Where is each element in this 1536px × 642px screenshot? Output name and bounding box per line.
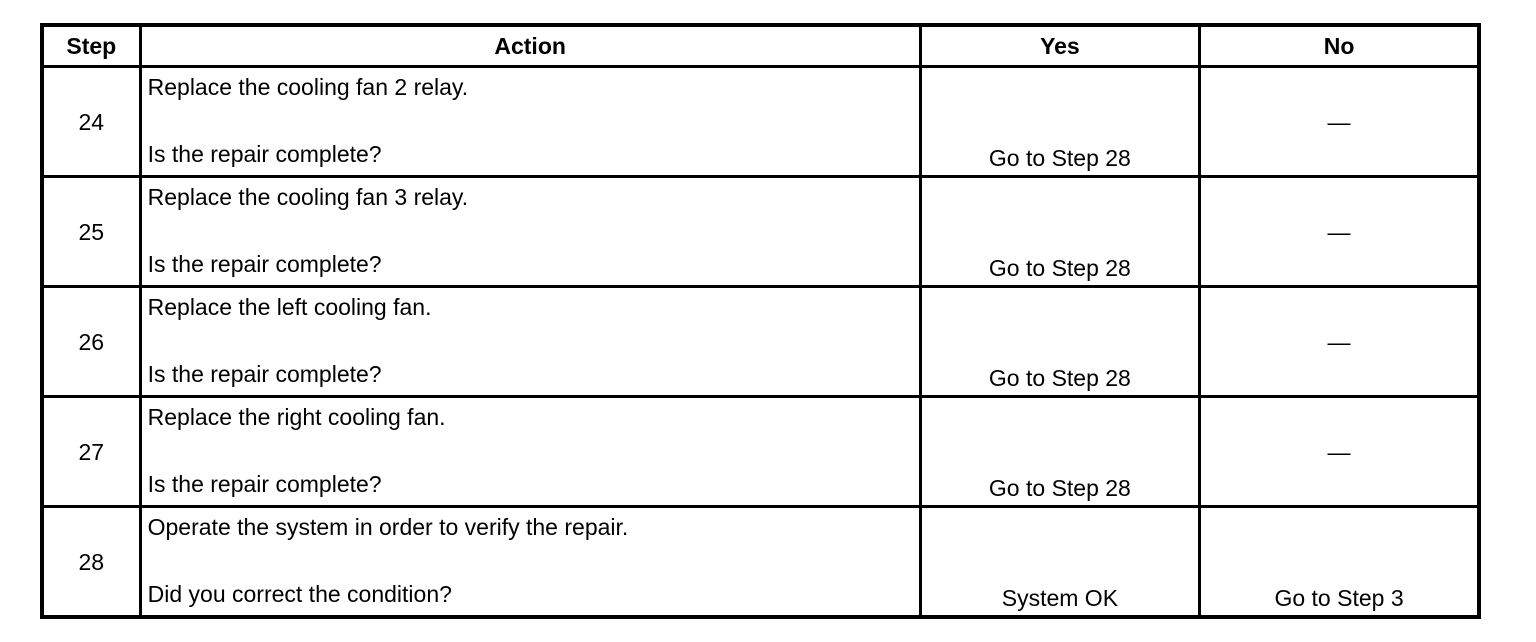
diagnostic-table: Step Action Yes No 24 Replace the coolin… [40,23,1481,619]
yes-result: Go to Step 28 [918,395,1202,508]
step-number: 24 [40,65,142,178]
yes-result: Go to Step 28 [918,285,1202,398]
no-result: — [1198,395,1481,508]
header-yes: Yes [918,23,1202,68]
no-result: — [1198,65,1481,178]
header-no: No [1198,23,1481,68]
action-question: Is the repair complete? [147,471,382,497]
step-number: 26 [40,285,142,398]
action-question: Is the repair complete? [147,141,382,167]
action-cell: Replace the left cooling fan. Is the rep… [138,285,922,398]
action-cell: Replace the cooling fan 2 relay. Is the … [138,65,922,178]
action-instruction: Replace the left cooling fan. [147,294,432,320]
no-result: — [1198,285,1481,398]
table-row: 28 Operate the system in order to verify… [40,505,1481,619]
table-row: 26 Replace the left cooling fan. Is the … [40,285,1481,398]
step-number: 27 [40,395,142,508]
action-instruction: Replace the cooling fan 3 relay. [147,184,469,210]
action-question: Is the repair complete? [147,251,382,277]
header-action: Action [138,23,922,68]
action-question: Did you correct the condition? [147,581,452,607]
step-number: 28 [40,505,142,619]
table-row: 25 Replace the cooling fan 3 relay. Is t… [40,175,1481,288]
action-instruction: Replace the right cooling fan. [147,404,446,430]
action-cell: Replace the cooling fan 3 relay. Is the … [138,175,922,288]
no-result: Go to Step 3 [1198,505,1481,619]
yes-result: Go to Step 28 [918,175,1202,288]
action-cell: Replace the right cooling fan. Is the re… [138,395,922,508]
table-row: 24 Replace the cooling fan 2 relay. Is t… [40,65,1481,178]
action-instruction: Replace the cooling fan 2 relay. [147,74,469,100]
yes-result: Go to Step 28 [918,65,1202,178]
table-row: 27 Replace the right cooling fan. Is the… [40,395,1481,508]
action-question: Is the repair complete? [147,361,382,387]
no-result: — [1198,175,1481,288]
yes-result: System OK [918,505,1202,619]
action-cell: Operate the system in order to verify th… [138,505,922,619]
header-step: Step [40,23,142,68]
action-instruction: Operate the system in order to verify th… [147,514,629,540]
step-number: 25 [40,175,142,288]
table-header-row: Step Action Yes No [40,23,1481,68]
